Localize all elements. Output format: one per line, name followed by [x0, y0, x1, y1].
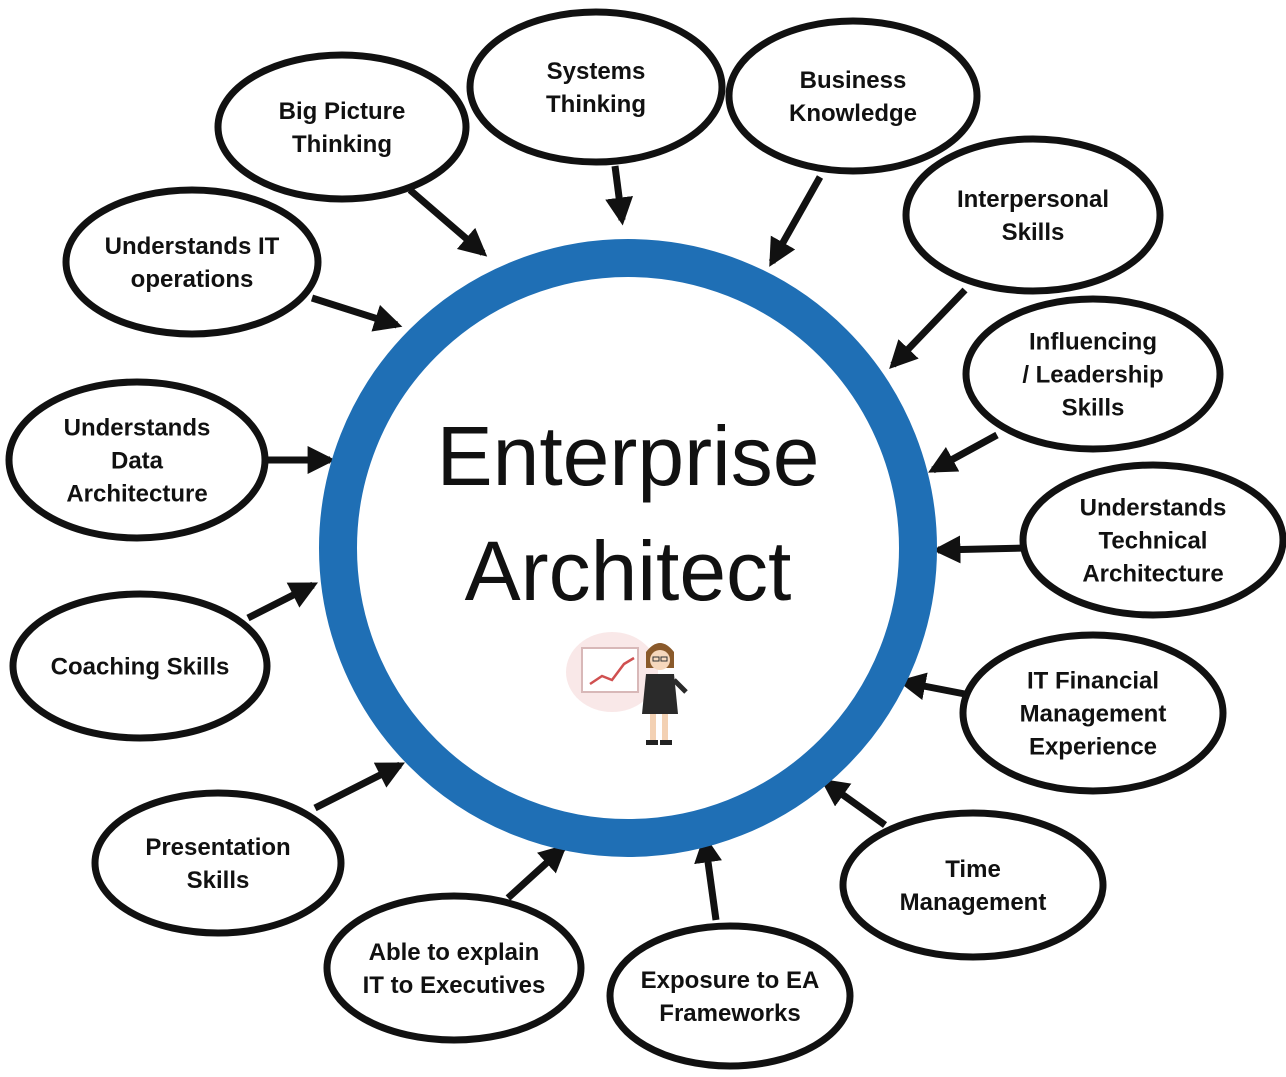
arrow-influencing-leadership-skills	[928, 431, 999, 474]
skill-label-line: Understands IT	[105, 233, 280, 260]
skill-label-line: Management	[1020, 700, 1167, 727]
skill-label-line: Coaching Skills	[51, 653, 230, 680]
arrow-coaching-skills	[246, 581, 318, 622]
skill-label-line: Architecture	[1082, 560, 1223, 587]
skill-ellipse	[902, 135, 1164, 295]
arrow-able-to-explain-it-to-executives	[505, 844, 568, 901]
skill-node-coaching-skills: Coaching Skills	[9, 590, 271, 742]
arrow-understands-it-operations	[310, 294, 403, 332]
skill-label-line: IT to Executives	[363, 972, 546, 999]
skill-ellipse	[466, 8, 726, 166]
arrow-big-picture-thinking	[407, 187, 488, 257]
arrow-exposure-to-ea-frameworks	[694, 834, 722, 921]
skill-node-able-to-explain-it-to-executives: Able to explain IT to Executives	[323, 892, 585, 1044]
skill-node-exposure-to-ea-frameworks: Exposure to EA Frameworks	[606, 922, 854, 1070]
skill-label-line: Knowledge	[789, 100, 917, 127]
arrow-interpersonal-skills	[889, 287, 968, 370]
skill-label-line: operations	[131, 266, 254, 293]
skill-ellipse	[62, 186, 322, 338]
skill-label-line: Data	[111, 447, 164, 474]
skill-label-line: Exposure to EA	[641, 967, 820, 994]
skill-ellipse	[606, 922, 854, 1070]
skill-label-line: Thinking	[292, 131, 392, 158]
skill-label-line: Management	[900, 889, 1047, 916]
arrows	[246, 165, 1027, 921]
skill-label-line: Skills	[187, 867, 250, 894]
skill-label-line: Systems	[547, 58, 646, 85]
arrow-presentation-skills	[313, 761, 405, 812]
skill-label-line: Skills	[1002, 219, 1065, 246]
skill-label-line: Technical	[1099, 527, 1208, 554]
skill-node-understands-it-operations: Understands IT operations	[62, 186, 322, 338]
skill-ellipse	[5, 378, 269, 542]
skill-nodes: Big PictureThinkingSystemsThinkingBusine…	[5, 8, 1286, 1070]
skill-ellipse	[962, 295, 1224, 453]
skill-label-line: Influencing	[1029, 328, 1157, 355]
skill-label-line: Presentation	[145, 834, 290, 861]
skill-label-line: Time	[945, 856, 1001, 883]
skill-ellipse	[91, 789, 345, 937]
arrow-understands-technical-architecture	[932, 535, 1027, 564]
skill-ellipse	[1019, 461, 1286, 619]
central-node: Enterprise Architect	[319, 239, 937, 857]
skill-label-line: IT Financial	[1027, 667, 1159, 694]
skill-label-line: Skills	[1062, 394, 1125, 421]
skill-label-line: Frameworks	[659, 1000, 800, 1027]
skill-label-line: Understands	[64, 414, 211, 441]
center-ring	[319, 239, 937, 857]
arrow-systems-thinking	[605, 165, 634, 226]
arrow-time-management	[820, 778, 888, 828]
arrow-it-financial-management-experience	[897, 672, 971, 701]
skill-ellipse	[725, 17, 981, 175]
skill-ellipse	[214, 51, 470, 203]
arrow-business-knowledge	[768, 175, 824, 267]
center-title-line-1: Enterprise	[437, 409, 820, 503]
skill-ellipse	[323, 892, 585, 1044]
skill-label-line: Understands	[1080, 494, 1227, 521]
skill-label-line: / Leadership	[1022, 361, 1163, 388]
presenter-with-chart-icon	[566, 632, 688, 745]
skill-ellipse	[959, 631, 1227, 795]
skill-label-line: Architecture	[66, 480, 207, 507]
skill-label-line: Interpersonal	[957, 186, 1109, 213]
skill-label-line: Thinking	[546, 91, 646, 118]
skill-label-line: Big Picture	[279, 98, 406, 125]
skill-label-line: Experience	[1029, 733, 1157, 760]
skill-ellipse	[839, 809, 1107, 961]
center-title-line-2: Architect	[465, 524, 792, 618]
skill-ellipse	[9, 590, 271, 742]
skill-label-line: Business	[800, 67, 907, 94]
skill-label-line: Able to explain	[369, 939, 540, 966]
